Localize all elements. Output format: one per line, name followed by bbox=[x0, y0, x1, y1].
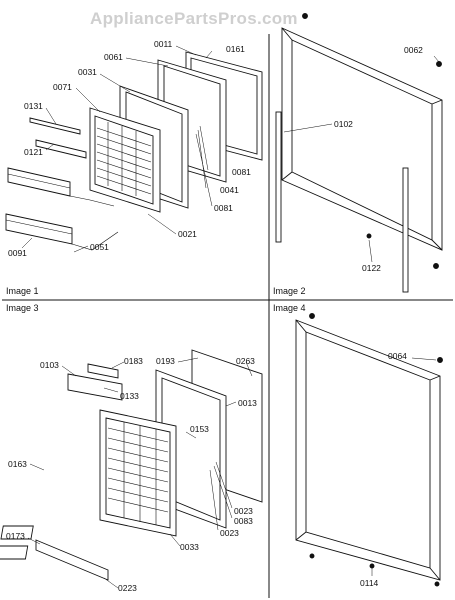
callout-0183[interactable]: 0183 bbox=[124, 356, 143, 366]
callout-0064[interactable]: 0064 bbox=[388, 351, 407, 361]
image2-drawing bbox=[275, 13, 443, 293]
callout-0062[interactable]: 0062 bbox=[404, 45, 423, 55]
door-liner bbox=[89, 107, 161, 213]
door-bin-1 bbox=[7, 167, 71, 197]
callout-0263[interactable]: 0263 bbox=[236, 356, 255, 366]
panel-label-image-2: Image 2 bbox=[273, 286, 306, 296]
heater-tube-left bbox=[275, 111, 282, 243]
callout-0161[interactable]: 0161 bbox=[226, 44, 245, 54]
callout-0122[interactable]: 0122 bbox=[362, 263, 381, 273]
callout-0083[interactable]: 0083 bbox=[234, 516, 253, 526]
callout-0023-a[interactable]: 0023 bbox=[234, 506, 253, 516]
callout-0103[interactable]: 0103 bbox=[40, 360, 59, 370]
image1-drawing bbox=[5, 45, 263, 253]
callout-0031[interactable]: 0031 bbox=[78, 67, 97, 77]
callout-0013[interactable]: 0013 bbox=[238, 398, 257, 408]
door-bin-2 bbox=[5, 213, 73, 245]
shelf-bar-mid bbox=[35, 139, 87, 159]
panel-grid bbox=[2, 34, 453, 598]
panel-label-image-1: Image 1 bbox=[6, 286, 39, 296]
callout-0163[interactable]: 0163 bbox=[8, 459, 27, 469]
callout-0071[interactable]: 0071 bbox=[53, 82, 72, 92]
image4-drawing bbox=[295, 313, 443, 587]
panel-label-image-4: Image 4 bbox=[273, 303, 306, 313]
freezer-frame-outer bbox=[295, 319, 441, 581]
callout-0081-b[interactable]: 0081 bbox=[214, 203, 233, 213]
freezer-frame-inner bbox=[305, 331, 431, 569]
callout-0091[interactable]: 0091 bbox=[8, 248, 27, 258]
callout-0023-b[interactable]: 0023 bbox=[220, 528, 239, 538]
callout-0133[interactable]: 0133 bbox=[120, 391, 139, 401]
image3-drawing bbox=[0, 349, 263, 589]
small-bin-4 bbox=[0, 545, 29, 560]
freezer-door-liner bbox=[99, 409, 177, 537]
callout-0121[interactable]: 0121 bbox=[24, 147, 43, 157]
watermark: AppliancePartsPros.com bbox=[90, 9, 298, 28]
callout-0114[interactable]: 0114 bbox=[360, 578, 379, 588]
callout-0051[interactable]: 0051 bbox=[90, 242, 109, 252]
callout-0081-a[interactable]: 0081 bbox=[232, 167, 251, 177]
bottom-shelf-bar bbox=[35, 539, 109, 581]
heater-tube-right bbox=[402, 167, 409, 293]
callout-0193[interactable]: 0193 bbox=[156, 356, 175, 366]
callout-0041[interactable]: 0041 bbox=[220, 185, 239, 195]
callout-0223[interactable]: 0223 bbox=[118, 583, 137, 593]
shelf-bar-top bbox=[29, 117, 81, 135]
ice-tray bbox=[67, 373, 123, 401]
callout-0131[interactable]: 0131 bbox=[24, 101, 43, 111]
panel-label-image-3: Image 3 bbox=[6, 303, 39, 313]
cabinet-frame-outer bbox=[281, 27, 443, 251]
callout-0173[interactable]: 0173 bbox=[6, 531, 25, 541]
callout-0061[interactable]: 0061 bbox=[104, 52, 123, 62]
callout-0033[interactable]: 0033 bbox=[180, 542, 199, 552]
callout-0011[interactable]: 0011 bbox=[154, 39, 173, 49]
small-bin-3 bbox=[0, 525, 34, 540]
callout-0153[interactable]: 0153 bbox=[190, 424, 209, 434]
cabinet-frame-inner bbox=[291, 39, 433, 241]
callout-0021[interactable]: 0021 bbox=[178, 229, 197, 239]
callout-0102[interactable]: 0102 bbox=[334, 119, 353, 129]
